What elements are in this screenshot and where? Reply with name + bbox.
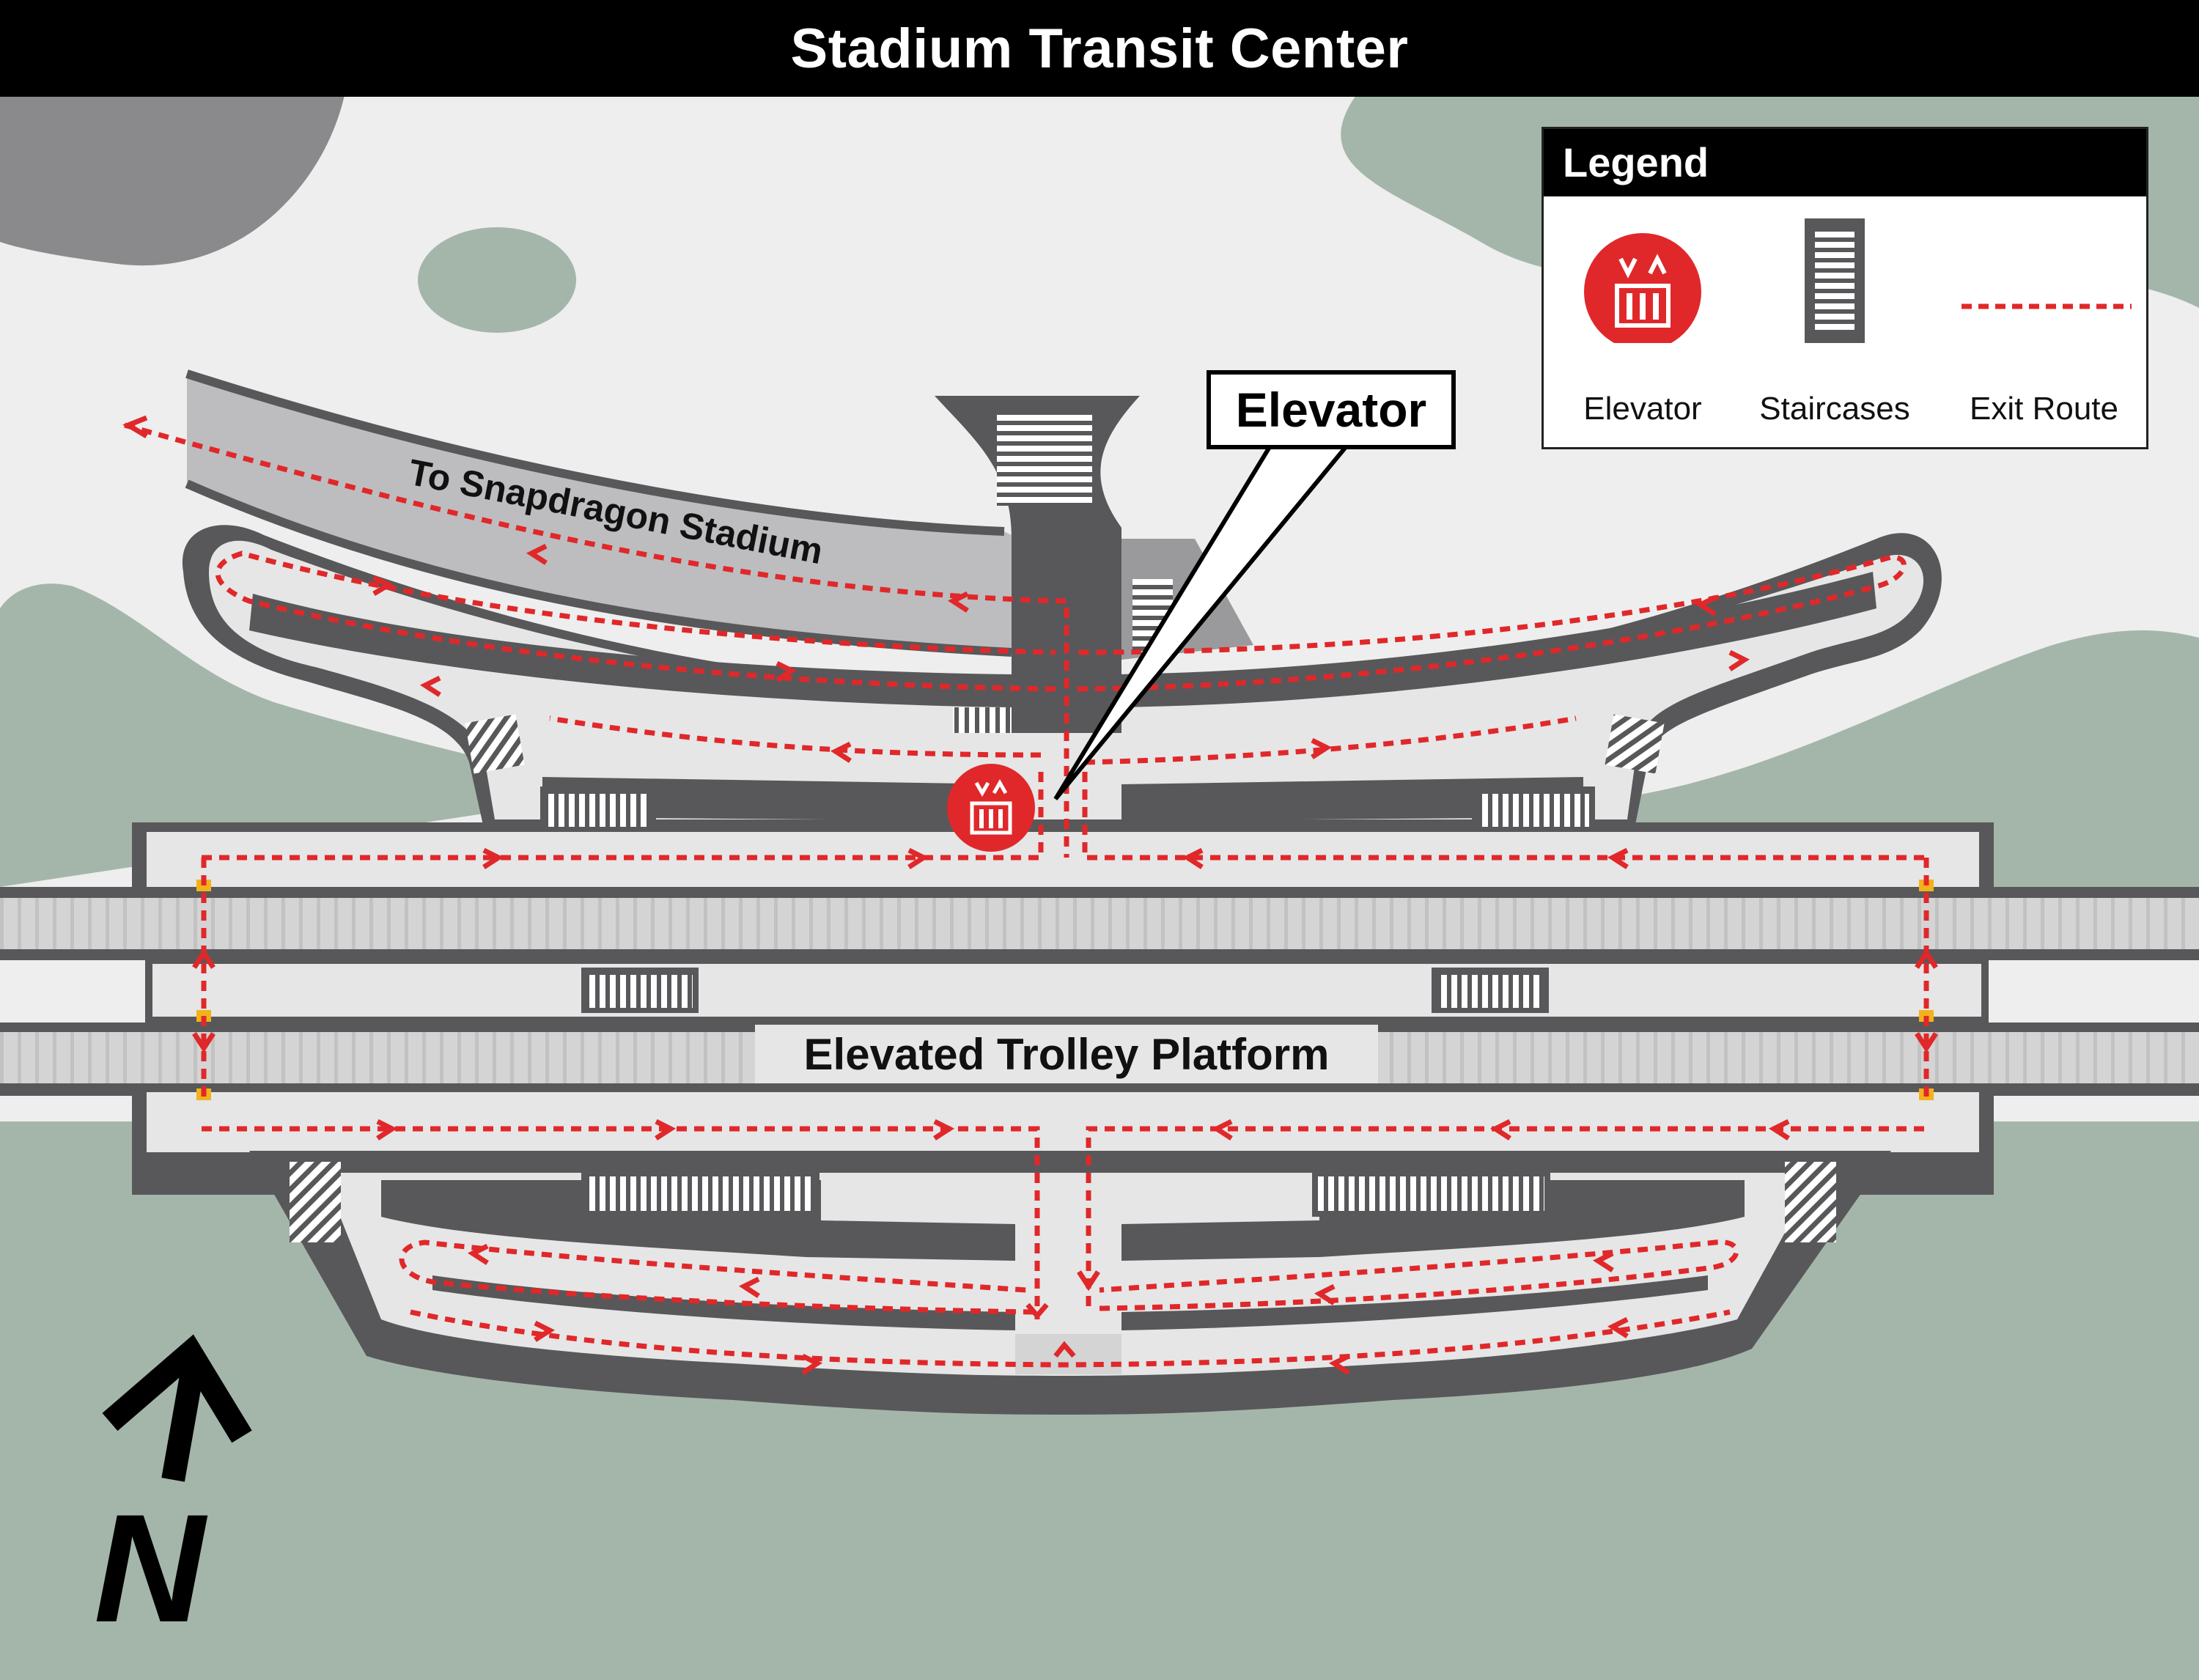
- north-inner-divider-right: [1114, 572, 1876, 707]
- route-north-loop-left: [215, 550, 1056, 692]
- ramp-edge-bottom: [185, 479, 1012, 657]
- legend-label-elevator: Elevator: [1583, 391, 1702, 427]
- route-north-upper-right: [1084, 715, 1577, 765]
- stadium-ramp: [185, 369, 1253, 733]
- south-center-notch: [1015, 1334, 1121, 1374]
- green-patch-left: [0, 583, 484, 887]
- legend-item-elevator: Elevator: [1544, 196, 1742, 449]
- legend-item-staircases: Staircases: [1736, 196, 1934, 449]
- north-arrow-icon: [102, 1334, 252, 1482]
- route-concourse-south: [202, 1126, 1040, 1319]
- route-north-upper-left: [549, 715, 1042, 758]
- platform-area: [0, 822, 2199, 1195]
- north-deck-walkway: [209, 540, 1924, 819]
- concourse-north: [147, 832, 1979, 892]
- terrain-gray-top-left: [0, 95, 345, 266]
- elevator-icon: [947, 764, 1035, 852]
- page-title: Stadium Transit Center: [790, 17, 1409, 80]
- staircases: [290, 714, 1836, 1242]
- legend-label-staircases: Staircases: [1759, 391, 1910, 427]
- south-upper-divider-left: [381, 1180, 1015, 1261]
- north-label: N: [94, 1482, 205, 1654]
- legend-label-exit-route: Exit Route: [1970, 391, 2118, 427]
- exit-routes: [124, 422, 1929, 1368]
- staircase-diag-nw: [465, 714, 525, 774]
- route-concourse-south-right: [1086, 1126, 1924, 1312]
- route-stadium: [124, 422, 1069, 858]
- concourse-south: [147, 1092, 1979, 1152]
- route-south-bottom: [410, 1309, 1731, 1368]
- route-concourse-north-left: [202, 770, 1044, 861]
- route-concourse-north-right: [1082, 770, 1924, 861]
- legend: Legend Elevator Staircases Exit Route: [1541, 127, 2148, 449]
- staircase-icon: [1805, 218, 1865, 343]
- staircase-diag-ne: [1605, 714, 1665, 774]
- platform-island: [152, 964, 1981, 1017]
- route-south-loop-right: [1099, 1239, 1739, 1311]
- ramp-edge-top: [185, 369, 1005, 536]
- north-lower-divider-left: [542, 777, 1015, 821]
- south-structure: [249, 1151, 1891, 1415]
- elevator-icon: [1584, 233, 1701, 350]
- route-south-loop-left: [399, 1239, 1034, 1315]
- green-patch-small: [418, 227, 576, 333]
- staircase-diag-sw: [290, 1162, 341, 1242]
- elevator-callout: Elevator: [1207, 370, 1456, 449]
- dotted-route-line: [1962, 303, 2132, 309]
- platform-label: Elevated Trolley Platform: [755, 1025, 1378, 1083]
- south-inner-divider-right: [1121, 1275, 1708, 1330]
- ramp-door: [953, 707, 1012, 733]
- title-bar: Stadium Transit Center: [0, 0, 2199, 97]
- south-inner-divider-left: [432, 1275, 1015, 1330]
- track-north: [0, 898, 2199, 949]
- legend-item-exit-route: Exit Route: [1940, 196, 2148, 449]
- ramp-surface: [187, 374, 1056, 733]
- south-upper-divider-right: [1121, 1180, 1745, 1261]
- stair-tower-steps: [997, 410, 1092, 506]
- staircase-diag-se: [1785, 1162, 1836, 1242]
- route-arrows: [122, 415, 1938, 1375]
- legend-title: Legend: [1544, 129, 2146, 196]
- north-lower-divider-right: [1121, 777, 1583, 821]
